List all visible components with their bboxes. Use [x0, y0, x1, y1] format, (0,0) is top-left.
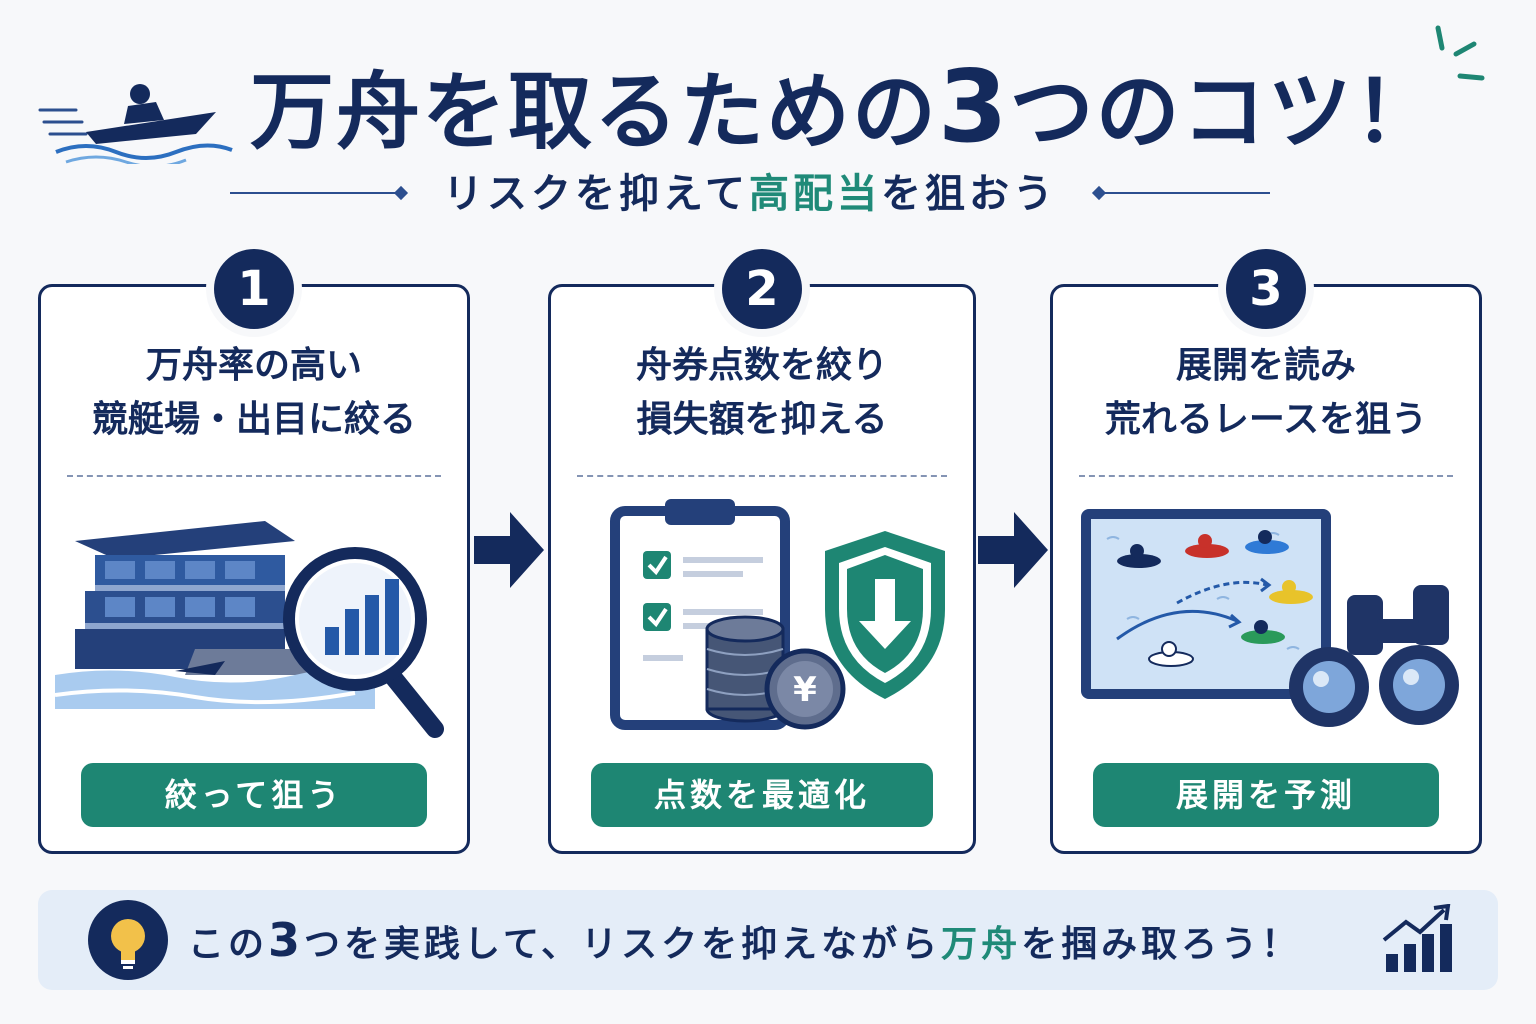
step-number: 1	[214, 249, 294, 329]
lightbulb-icon	[88, 900, 168, 980]
step-number: 2	[722, 249, 802, 329]
dashed-divider	[1079, 475, 1453, 477]
page-title: 万舟を取るための3つのコツ！	[250, 48, 1440, 165]
dashed-divider	[577, 475, 947, 477]
pill-label: 展開を予測	[1093, 763, 1439, 827]
subtitle-rule-left	[230, 192, 400, 194]
tip-card-1: 1 万舟率の高い 競艇場・出目に絞る 絞って狙う	[38, 249, 470, 854]
subtitle-rule-right	[1100, 192, 1270, 194]
yen-symbol: ¥	[793, 670, 817, 710]
arrow-right-icon	[978, 512, 1048, 588]
stadium-magnifier-icon	[55, 521, 444, 738]
card-title: 舟券点数を絞り 損失額を抑える	[635, 345, 888, 440]
subtitle-dot-left	[393, 185, 409, 201]
card-title: 万舟率の高い 競艇場・出目に絞る	[91, 345, 416, 440]
speedboat-icon	[38, 84, 233, 164]
subtitle-text: リスクを抑えて高配当を狙おう	[443, 171, 1057, 217]
sparkle-icon	[1435, 25, 1485, 81]
pill-label: 絞って狙う	[81, 763, 427, 827]
tip-card-2: 2 舟券点数を絞り 損失額を抑える ¥ 点数を	[548, 249, 976, 854]
footer-banner: この3つを実践して、リスクを抑えながら万舟を掴み取ろう！	[38, 890, 1498, 990]
tip-card-3: 3 展開を読み 荒れるレースを狙う	[1050, 249, 1482, 854]
arrow-right-icon	[474, 512, 544, 588]
step-number: 3	[1226, 249, 1306, 329]
dashed-divider	[67, 475, 441, 477]
growth-chart-icon	[1382, 904, 1452, 972]
clipboard-coins-shield-icon: ¥	[610, 499, 945, 730]
card-title: 展開を読み 荒れるレースを狙う	[1104, 345, 1428, 440]
pill-label: 点数を最適化	[591, 763, 933, 827]
race-board-binoculars-icon	[1081, 509, 1459, 727]
subtitle: リスクを抑えて高配当を狙おう	[230, 168, 1270, 220]
footer-message: この3つを実践して、リスクを抑えながら万舟を掴み取ろう！	[188, 913, 1302, 967]
